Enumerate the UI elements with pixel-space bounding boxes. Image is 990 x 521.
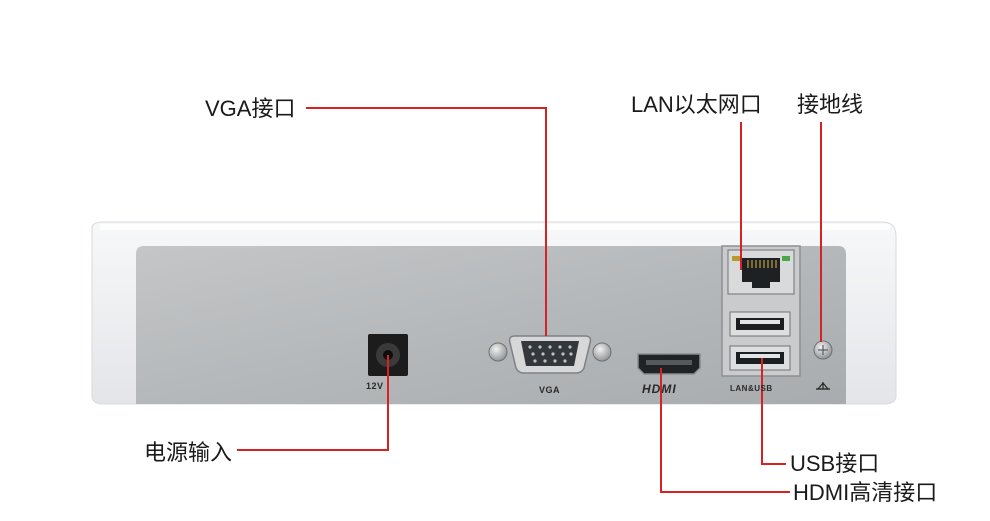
- power-callout-label: 电源输入: [144, 440, 233, 465]
- callout-line-power: [237, 355, 389, 451]
- vga-print-label: VGA: [539, 385, 561, 395]
- callout-lines: [237, 107, 822, 493]
- lan-port-icon: [727, 249, 795, 295]
- hdmi-print-label: HDMI: [642, 382, 677, 396]
- lan-usb-print-label: LAN&USB: [730, 384, 773, 393]
- lan-usb-block: [721, 245, 801, 377]
- usb-port-icon: [729, 311, 791, 337]
- usb-port-icon: [729, 345, 791, 371]
- vga-callout-label: VGA接口: [205, 96, 296, 121]
- callout-line-hdmi: [660, 368, 790, 493]
- callout-line-vga: [306, 107, 547, 336]
- lan-callout-label: LAN以太网口: [631, 92, 762, 117]
- ground-screw-icon: [813, 340, 833, 360]
- ground-symbol-icon: [816, 382, 830, 390]
- usb-callout-label: USB接口: [790, 451, 880, 476]
- power-print-label: 12V: [366, 381, 384, 391]
- hdmi-callout-label: HDMI高清接口: [793, 480, 938, 505]
- vga-port-icon: [488, 335, 612, 374]
- hdmi-port-icon: [637, 353, 701, 375]
- callout-line-usb: [761, 358, 786, 465]
- ground-callout-label: 接地线: [797, 92, 864, 117]
